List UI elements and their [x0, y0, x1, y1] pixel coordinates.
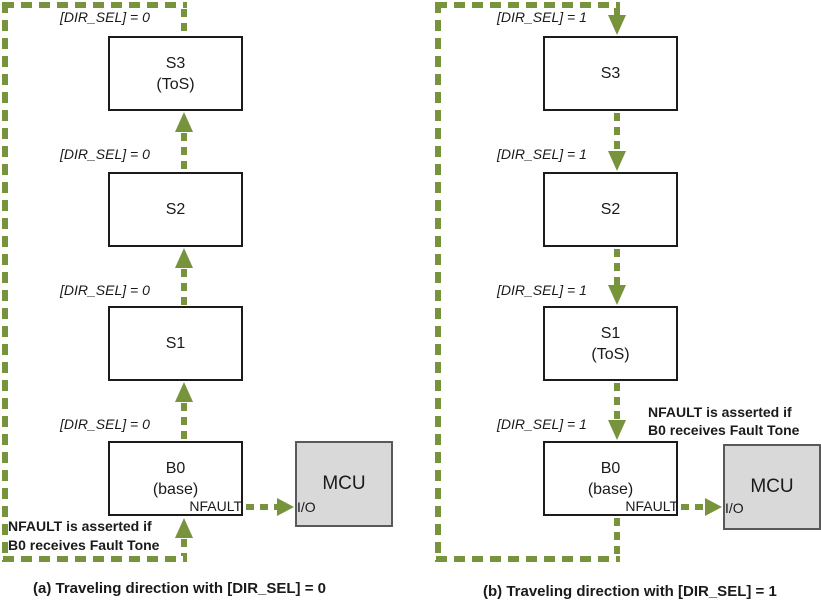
arrow-up-into-s1-icon [175, 382, 193, 402]
arrow-down-into-b0-icon [608, 420, 626, 440]
node-label: S1 [165, 335, 186, 352]
node-sublabel: (base) [152, 480, 199, 498]
node-sublabel: (ToS) [156, 75, 195, 93]
dash-loop-to-b0 [181, 539, 187, 556]
dash-s1-to-b0 [614, 383, 620, 420]
loop-top-line-a [3, 2, 187, 8]
node-label: B0 [165, 459, 186, 477]
mcu-box-a: MCU [295, 441, 393, 527]
loop-bottom-line-b [436, 556, 620, 562]
node-label: B0 [600, 459, 621, 477]
arrow-down-into-s3-icon [608, 15, 626, 35]
dash-b0-to-s1 [181, 403, 187, 441]
dir-sel-label-b4: [DIR_SEL] = 1 [497, 416, 587, 432]
node-b0-base: B0 (base) [543, 441, 678, 516]
node-s2: S2 [543, 172, 678, 247]
nfault-note-line2-a: B0 receives Fault Tone [8, 537, 160, 553]
node-s3-tos: S3 (ToS) [108, 36, 243, 111]
node-sublabel: (base) [587, 480, 634, 498]
nfault-pin-label-a: NFAULT [189, 498, 242, 514]
loop-bottom-line-a [3, 556, 187, 562]
arrow-up-into-s3-icon [175, 112, 193, 132]
mcu-label: MCU [322, 473, 366, 494]
node-label: S1 [600, 324, 621, 342]
caption-a: (a) Traveling direction with [DIR_SEL] =… [33, 580, 326, 597]
node-label: S3 [600, 65, 621, 82]
nfault-note-line1-a: NFAULT is asserted if [8, 518, 152, 534]
loop-to-s3-connector-a [181, 9, 187, 36]
nfault-pin-label-b: NFAULT [625, 498, 678, 514]
node-label: S2 [600, 201, 621, 218]
node-sublabel: (ToS) [591, 345, 630, 363]
node-label: S3 [165, 54, 186, 72]
dir-sel-label-a3: [DIR_SEL] = 0 [60, 282, 150, 298]
nfault-dash-a [246, 504, 277, 510]
node-s1: S1 [108, 306, 243, 381]
dir-sel-label-b1: [DIR_SEL] = 1 [497, 9, 587, 25]
loop-left-line-a [2, 2, 8, 562]
dir-sel-label-a2: [DIR_SEL] = 0 [60, 146, 150, 162]
nfault-arrow-icon-a [277, 498, 294, 516]
node-s1-tos: S1 (ToS) [543, 306, 678, 381]
mcu-box-b: MCU [723, 444, 821, 530]
node-b0-base: B0 (base) [108, 441, 243, 516]
dash-s1-to-s2 [181, 269, 187, 306]
io-pin-label-b: I/O [725, 500, 744, 516]
dir-sel-label-a1: [DIR_SEL] = 0 [60, 9, 150, 25]
dir-sel-label-a4: [DIR_SEL] = 0 [60, 416, 150, 432]
loop-top-line-b [436, 2, 620, 8]
arrow-down-into-s1-icon [608, 285, 626, 305]
mcu-label: MCU [750, 476, 794, 497]
dash-s2-to-s3 [181, 133, 187, 172]
node-s2: S2 [108, 172, 243, 247]
node-s3: S3 [543, 36, 678, 111]
dash-s3-to-s2 [614, 113, 620, 151]
dir-sel-label-b2: [DIR_SEL] = 1 [497, 146, 587, 162]
node-label: S2 [165, 201, 186, 218]
nfault-arrow-icon-b [705, 498, 722, 516]
arrow-up-into-b0-icon [175, 518, 193, 538]
io-pin-label-a: I/O [297, 499, 316, 515]
loop-to-s3-connector-b [614, 8, 620, 16]
arrow-down-into-s2-icon [608, 151, 626, 171]
nfault-dash-b [681, 504, 705, 510]
dash-b0-to-loop [614, 518, 620, 556]
nfault-note-line1-b: NFAULT is asserted if [648, 404, 792, 420]
caption-b: (b) Traveling direction with [DIR_SEL] =… [483, 583, 777, 600]
arrow-up-into-s2-icon [175, 248, 193, 268]
dash-s2-to-s1 [614, 249, 620, 285]
loop-left-line-b [435, 2, 441, 562]
nfault-note-line2-b: B0 receives Fault Tone [648, 422, 800, 438]
dir-sel-label-b3: [DIR_SEL] = 1 [497, 282, 587, 298]
